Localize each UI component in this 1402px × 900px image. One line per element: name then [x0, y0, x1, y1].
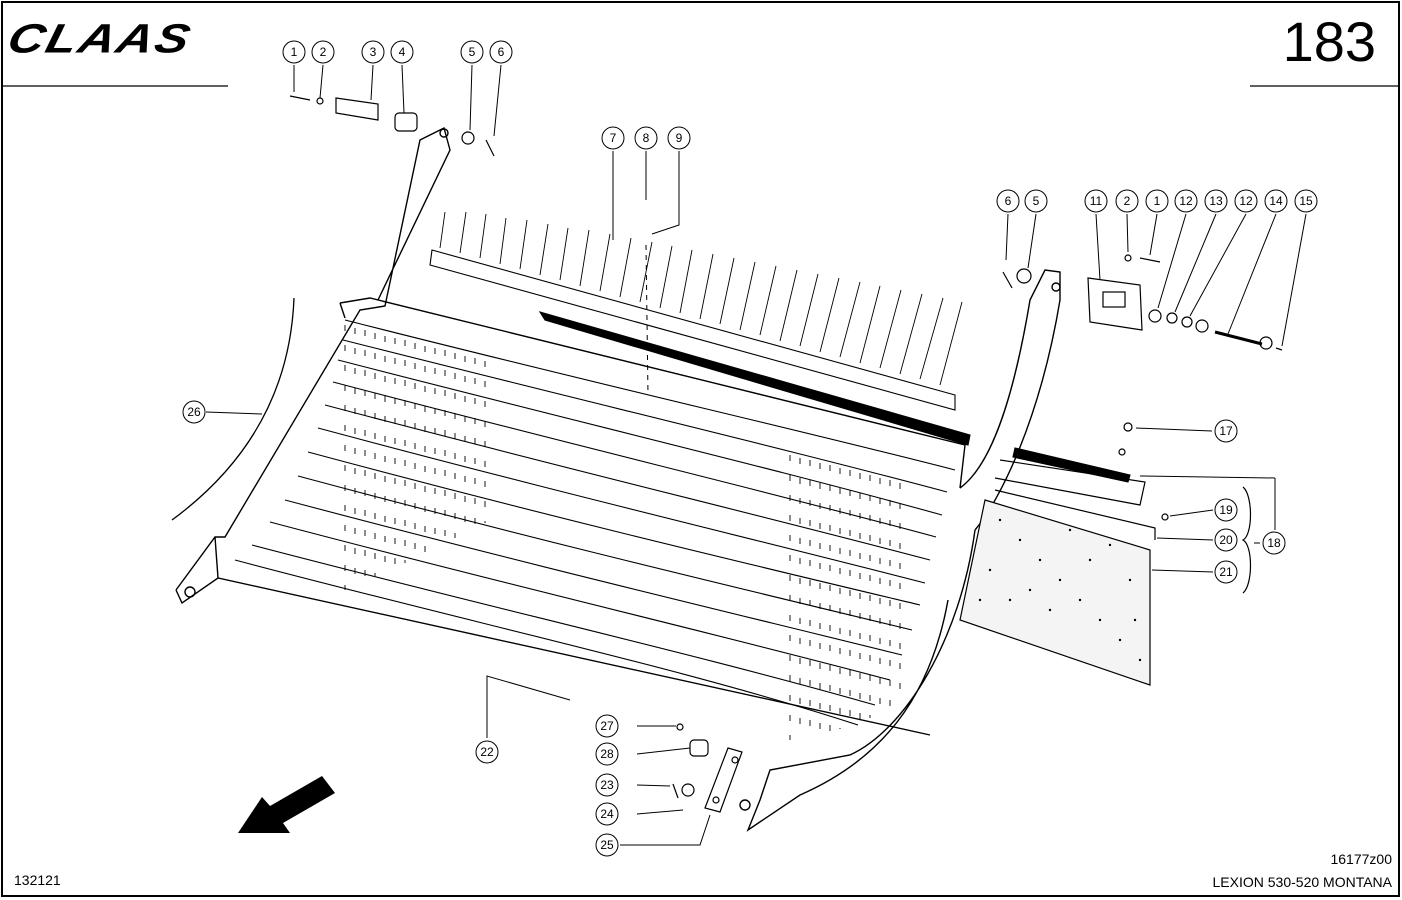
callout-19: 19 — [1214, 498, 1238, 522]
svg-text:2: 2 — [1124, 194, 1131, 208]
svg-text:26: 26 — [187, 405, 201, 419]
callout-12: 12 — [1174, 189, 1198, 213]
concave-assembly — [175, 126, 1061, 832]
callout-23: 23 — [595, 773, 619, 797]
svg-text:21: 21 — [1219, 565, 1233, 579]
svg-text:18: 18 — [1267, 536, 1281, 550]
svg-text:3: 3 — [370, 45, 377, 59]
callout-2: 2 — [311, 40, 335, 64]
svg-text:17: 17 — [1219, 424, 1233, 438]
svg-text:1: 1 — [1154, 194, 1161, 208]
svg-text:27: 27 — [600, 719, 614, 733]
svg-text:15: 15 — [1299, 194, 1313, 208]
callout-4: 4 — [390, 40, 414, 64]
seal-texture — [978, 518, 1142, 662]
svg-text:4: 4 — [399, 45, 406, 59]
svg-text:19: 19 — [1219, 503, 1233, 517]
svg-text:5: 5 — [469, 45, 476, 59]
callouts: 1 2 3 4 5 6 7 8 9 6 5 11 2 1 12 13 12 14… — [182, 40, 1318, 857]
model-name: LEXION 530-520 MONTANA — [1212, 874, 1392, 890]
callout-17: 17 — [1214, 419, 1238, 443]
callout-6b: 6 — [996, 189, 1020, 213]
callout-11: 11 — [1084, 189, 1108, 213]
callout-13: 13 — [1204, 189, 1228, 213]
page-number: 183 — [1282, 10, 1376, 73]
svg-text:22: 22 — [480, 745, 494, 759]
svg-text:11: 11 — [1090, 194, 1103, 208]
group-bracket — [1241, 486, 1252, 594]
seal-assembly — [959, 422, 1169, 686]
callout-6: 6 — [489, 40, 513, 64]
svg-text:12: 12 — [1179, 194, 1193, 208]
callout-8: 8 — [634, 126, 658, 150]
callout-1b: 1 — [1145, 189, 1169, 213]
svg-text:14: 14 — [1269, 194, 1283, 208]
svg-text:20: 20 — [1219, 533, 1233, 547]
callout-22: 22 — [475, 740, 499, 764]
callout-5b: 5 — [1024, 189, 1048, 213]
svg-text:6: 6 — [498, 45, 505, 59]
right-hardware — [1002, 254, 1283, 351]
svg-text:5: 5 — [1033, 194, 1040, 208]
callout-14: 14 — [1264, 189, 1288, 213]
svg-text:2: 2 — [320, 45, 327, 59]
svg-text:9: 9 — [676, 131, 683, 145]
callout-1: 1 — [282, 40, 306, 64]
lower-hardware — [672, 723, 743, 813]
svg-text:8: 8 — [643, 131, 650, 145]
svg-text:23: 23 — [600, 778, 614, 792]
callout-3: 3 — [361, 40, 385, 64]
callout-26: 26 — [182, 400, 206, 424]
reference-number: 132121 — [14, 872, 61, 888]
svg-text:28: 28 — [600, 747, 614, 761]
callout-21: 21 — [1214, 560, 1238, 584]
direction-arrow-icon — [238, 776, 335, 833]
callout-25: 25 — [595, 833, 619, 857]
callout-5: 5 — [460, 40, 484, 64]
callout-9: 9 — [667, 126, 691, 150]
callout-12b: 12 — [1234, 189, 1258, 213]
drum-outline — [171, 297, 295, 521]
callout-28: 28 — [595, 742, 619, 766]
svg-text:1: 1 — [291, 45, 298, 59]
callout-2b: 2 — [1115, 189, 1139, 213]
svg-text:12: 12 — [1239, 194, 1253, 208]
callout-7: 7 — [601, 126, 625, 150]
svg-text:7: 7 — [610, 131, 617, 145]
svg-text:24: 24 — [600, 807, 614, 821]
left-hardware — [289, 95, 495, 157]
svg-text:13: 13 — [1209, 194, 1223, 208]
callout-24: 24 — [595, 802, 619, 826]
leader-lines — [205, 64, 1307, 846]
callout-20: 20 — [1214, 528, 1238, 552]
callout-15: 15 — [1294, 189, 1318, 213]
svg-text:25: 25 — [600, 838, 614, 852]
rake-comb — [429, 211, 1131, 483]
drawing-code: 16177z00 — [1330, 851, 1392, 867]
callout-18: 18 — [1262, 531, 1286, 555]
svg-text:6: 6 — [1005, 194, 1012, 208]
callout-27: 27 — [595, 714, 619, 738]
